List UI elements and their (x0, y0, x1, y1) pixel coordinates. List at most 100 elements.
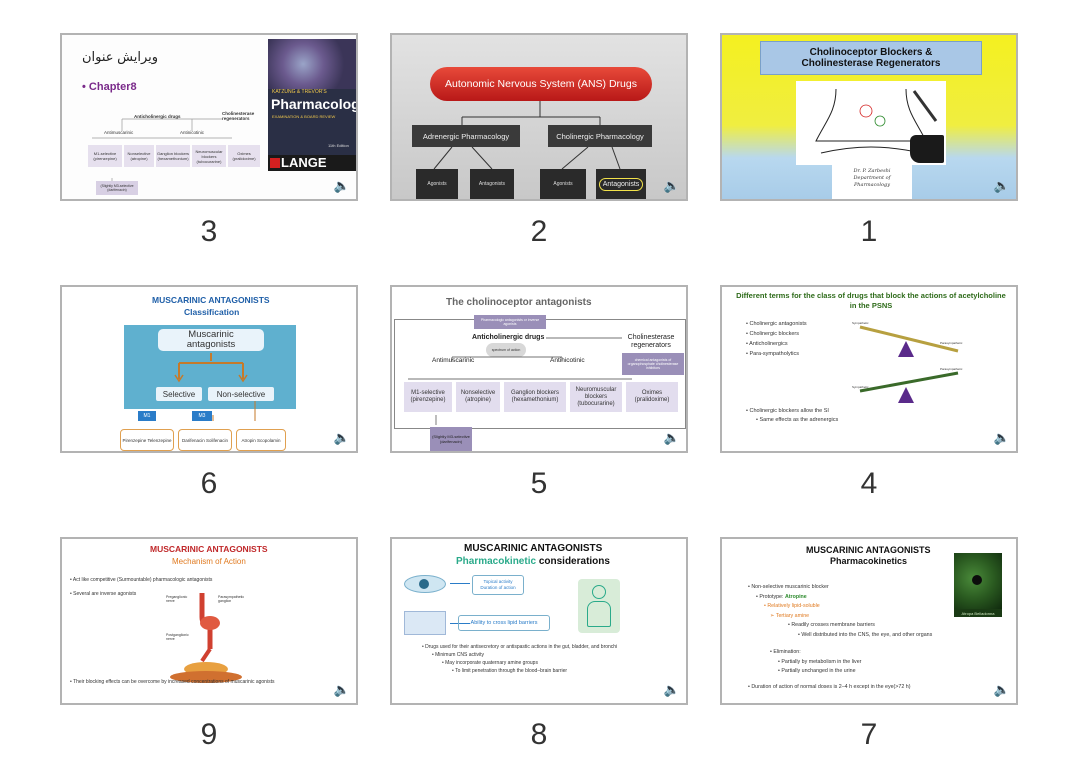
adrenergic-box: Adrenergic Pharmacology (412, 125, 520, 147)
slide-number: 2 (530, 215, 548, 248)
bullet: • Drugs used for their antisecretory or … (422, 644, 618, 674)
slide-title: Different terms for the class of drugs t… (736, 291, 1006, 310)
slide-thumbnail-5[interactable]: The cholinoceptor antagonists Pharmacolo… (390, 285, 688, 453)
book-top: KATZUNG & TREVOR'S (272, 89, 327, 95)
eye-icon (404, 575, 446, 593)
speaker-icon[interactable]: 🔈 (333, 178, 350, 193)
label: Postganglionic nerve (166, 633, 189, 641)
tree-leaf: M1-selective (pirenzepine) (88, 145, 122, 167)
credit-box: Dr. P. Zarbeshi Department of Pharmacolo… (832, 165, 912, 199)
tree-mid-right: Antinicotinic (180, 130, 205, 135)
book-cover: KATZUNG & TREVOR'S Pharmacology EXAMINAT… (268, 39, 356, 171)
tree-leaf: Oximes (pralidoxime) (228, 145, 260, 167)
slide-thumbnail-6[interactable]: MUSCARINIC ANTAGONISTS Classification Mu… (60, 285, 358, 453)
arrow-icon (450, 583, 470, 584)
m3-box: M3 (192, 411, 212, 421)
tree-leaf: Neuromuscular blockers (tubocurarine) (192, 145, 226, 167)
tree-root: Anticholinergic drugs (472, 334, 545, 341)
label: Preganglionic nerve (166, 595, 188, 603)
slide-thumbnail-9[interactable]: MUSCARINIC ANTAGONISTS Mechanism of Acti… (60, 537, 358, 705)
lange-logo: LANGE (268, 155, 356, 171)
cholinergic-box: Cholinergic Pharmacology (548, 125, 652, 147)
root-note: spectrum of action (486, 343, 526, 357)
label: Parasympathetic ganglion (218, 595, 245, 603)
slide-thumbnail-2[interactable]: Autonomic Nervous System (ANS) Drugs Adr… (390, 33, 688, 201)
slide-thumbnail-8[interactable]: MUSCARINIC ANTAGONISTS Pharmacokinetic c… (390, 537, 688, 705)
bullet: • Act like competitive (Surmountable) ph… (70, 577, 213, 597)
sym-label: Sympathetic (852, 321, 869, 325)
drug-box: Darifenacin Solifenacin (178, 429, 232, 451)
slide-thumbnail-4[interactable]: Different terms for the class of drugs t… (720, 285, 1018, 453)
ans-banner: Autonomic Nervous System (ANS) Drugs (430, 67, 652, 101)
speaker-icon[interactable]: 🔈 (993, 682, 1010, 697)
tree-leaf: Ganglion blockers (hexamethonium) (156, 145, 190, 167)
speaker-icon[interactable]: 🔈 (993, 430, 1010, 445)
book-title: Pharmacology (271, 96, 358, 112)
m1-box: M1 (138, 411, 156, 421)
right-note: chemical antagonists of organophosphate … (622, 353, 684, 375)
para-label-2: Parasympathetic (940, 367, 963, 371)
slide-number: 9 (200, 718, 218, 751)
hand-icon (910, 135, 944, 163)
slide-title: Cholinoceptor Blockers & Cholinesterase … (760, 41, 982, 75)
book-sub: EXAMINATION & BOARD REVIEW (272, 114, 336, 119)
tree-leaf: M1-selective (pirenzepine) (404, 382, 452, 412)
slide-subtitle: Pharmacokinetic considerations (456, 556, 610, 567)
slide-number: 8 (530, 718, 548, 751)
drug-box: Pirenzepine Telenzepine (120, 429, 174, 451)
selective-box: Selective (156, 387, 202, 401)
slide-thumbnail-1[interactable]: Cholinoceptor Blockers & Cholinesterase … (720, 33, 1018, 201)
main-box: Muscarinic antagonists (158, 329, 264, 351)
leaf-box-highlight: Antagonists (596, 169, 646, 199)
slide-subtitle: Classification (184, 307, 240, 317)
bullet: • Cholinergic antagonists • Cholinergic … (746, 321, 807, 357)
tree-leaf: Ganglion blockers (hexamethonium) (504, 382, 566, 412)
slide-number: 7 (860, 718, 878, 751)
tree-lines (408, 337, 632, 425)
ans-connectors (433, 101, 621, 170)
slide-number: 4 (860, 467, 878, 500)
leaf-box: Antagonists (470, 169, 514, 199)
slide-subtitle: Mechanism of Action (172, 557, 246, 566)
slide-subtitle: Pharmacokinetics (830, 556, 908, 566)
leaf-box: Agonists (416, 169, 458, 199)
bullet: • Non-selective muscarinic blocker • Pro… (748, 584, 933, 690)
info-box: Topical activity Duration of action (472, 575, 524, 595)
speaker-icon[interactable]: 🔈 (333, 682, 350, 697)
drug-box: Atropin Scopolamin (236, 429, 286, 451)
tree-leaf: Nonselective (atropine) (456, 382, 500, 412)
brain-icon (404, 611, 446, 635)
speaker-icon[interactable]: 🔈 (333, 430, 350, 445)
leaf-box: Agonists (540, 169, 586, 199)
info-box: Ability to cross lipid barriers (458, 615, 550, 631)
tree-bottom: (Slightly M3-selective (darifenacin) (430, 427, 472, 451)
tree-mid-left: Antimuscarinic (104, 130, 134, 135)
plant-image (954, 553, 1002, 609)
para-label: Parasympathetic (940, 341, 963, 345)
nerve-diagram (170, 593, 242, 683)
pharma-box: Pharmacologic antagonists or inverse ago… (474, 315, 546, 329)
speaker-icon[interactable]: 🔈 (663, 682, 680, 697)
tree-root: Anticholinergic drugs (134, 114, 181, 119)
slide-title: MUSCARINIC ANTAGONISTS (152, 295, 270, 305)
arrow-icon (450, 623, 470, 624)
speaker-icon[interactable]: 🔈 (663, 430, 680, 445)
slide-title-fa: ویرایش عنوان (82, 49, 159, 64)
bottom-bullet: • Cholinergic blockers allow the SI • Sa… (746, 408, 839, 423)
seesaw-diagram (859, 325, 959, 403)
slide-bullet: • Chapter8 (82, 81, 137, 93)
tree-mid-right: Antinicotinic (550, 357, 585, 364)
nonselective-box: Non-selective (208, 387, 274, 401)
slide-title: MUSCARINIC ANTAGONISTS (150, 544, 268, 554)
slide-thumbnail-3[interactable]: ویرایش عنوان • Chapter8 Anticholinergic … (60, 33, 358, 201)
tree-right: Cholinesterase regenerators (222, 111, 255, 121)
slide-number: 1 (860, 215, 878, 248)
speaker-icon[interactable]: 🔈 (993, 178, 1010, 193)
tree-bottom: (Slightly M3-selective (darifenacin) (96, 181, 138, 195)
plant-label: Atropa Belladonna (954, 609, 1002, 617)
slide-thumbnail-7[interactable]: MUSCARINIC ANTAGONISTS Pharmacokinetics … (720, 537, 1018, 705)
tree-mid-left: Antimuscarinic (432, 357, 475, 364)
bottom-bullet: • Their blocking effects can be overcome… (70, 679, 275, 685)
slide-number: 6 (200, 467, 218, 500)
speaker-icon[interactable]: 🔈 (663, 178, 680, 193)
